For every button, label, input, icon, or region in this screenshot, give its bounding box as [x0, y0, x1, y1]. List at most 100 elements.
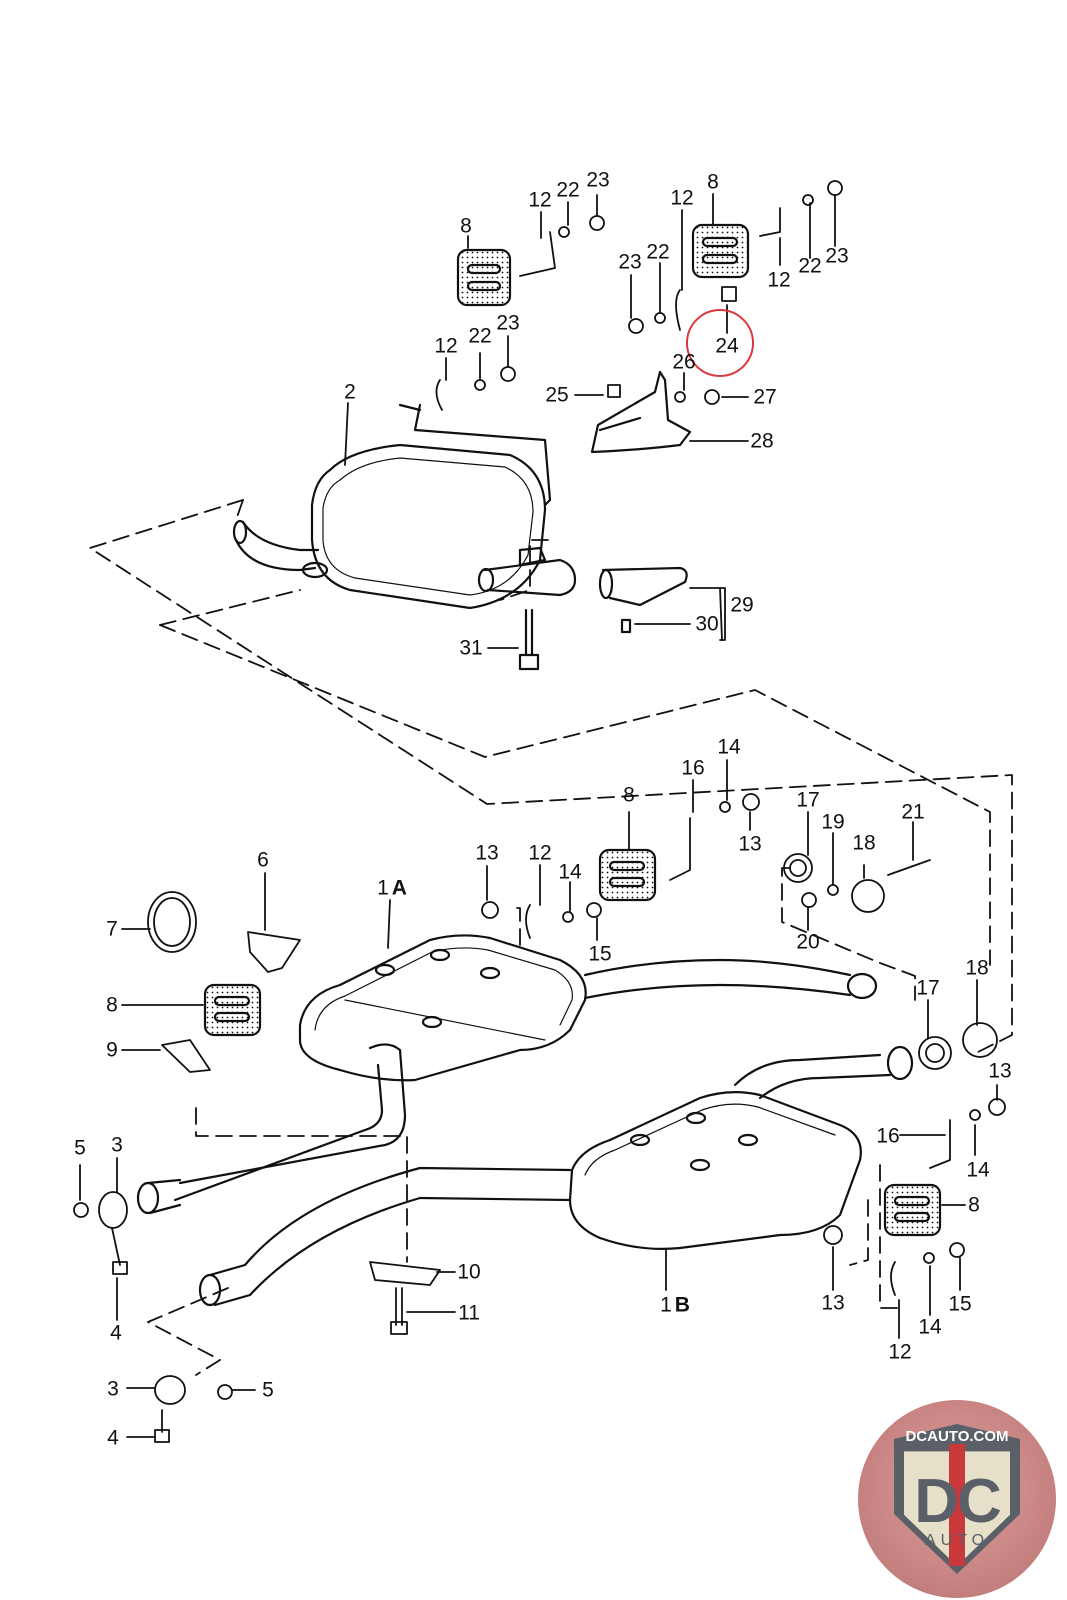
callout-13: 13 [738, 834, 761, 855]
callout-7: 7 [106, 919, 118, 940]
bracket-29 [719, 587, 726, 641]
callout-5: 5 [262, 1380, 274, 1401]
callout-suffix: A [391, 876, 407, 900]
rubber-mount-8a [456, 248, 512, 307]
callout-28: 28 [750, 431, 773, 452]
tailpipe-trim [598, 566, 688, 634]
rubber-mount-8e [883, 1183, 942, 1237]
callout-13: 13 [475, 843, 498, 864]
highlight-circle-24 [686, 309, 754, 377]
callout-16: 16 [681, 758, 704, 779]
callout-12: 12 [528, 843, 551, 864]
callout-number: 17 [796, 788, 820, 812]
callout-19: 19 [821, 812, 844, 833]
callout-number: 13 [738, 832, 762, 856]
callout-number: 28 [750, 429, 774, 453]
hardware-small [73, 180, 1006, 1443]
callout-22: 22 [646, 242, 669, 263]
callout-number: 29 [730, 593, 754, 617]
callout-24: 24 [715, 336, 738, 357]
callout-number: 23 [618, 250, 642, 274]
callout-number: 22 [646, 240, 670, 264]
callout-number: 22 [798, 254, 822, 278]
callout-4: 4 [110, 1323, 122, 1344]
callout-25: 25 [545, 385, 568, 406]
callout-6: 6 [257, 850, 269, 871]
callout-number: 23 [496, 311, 520, 335]
callout-8: 8 [968, 1195, 980, 1216]
callout-number: 4 [110, 1321, 122, 1345]
callout-14: 14 [918, 1317, 941, 1338]
callout-number: 5 [74, 1136, 86, 1160]
callout-13: 13 [988, 1061, 1011, 1082]
callout-17: 17 [796, 790, 819, 811]
center-muffler-1b [568, 1045, 914, 1250]
callout-23: 23 [825, 246, 848, 267]
callout-number: 18 [852, 831, 876, 855]
callout-22: 22 [468, 326, 491, 347]
callout-number: 23 [586, 168, 610, 192]
callout-14: 14 [717, 737, 740, 758]
callout-number: 9 [106, 1038, 118, 1062]
callout-number: 5 [262, 1378, 274, 1402]
callout-12: 12 [670, 188, 693, 209]
callout-10: 10 [457, 1262, 480, 1283]
callout-number: 12 [767, 268, 791, 292]
callout-12: 12 [888, 1342, 911, 1363]
rear-muffler [232, 403, 577, 610]
callout-3: 3 [107, 1379, 119, 1400]
callout-12: 12 [434, 336, 457, 357]
callout-number: 8 [460, 214, 472, 238]
callout-26: 26 [672, 352, 695, 373]
callout-8: 8 [623, 785, 635, 806]
callout-number: 12 [434, 334, 458, 358]
callout-number: 11 [458, 1301, 480, 1325]
callout-number: 13 [821, 1291, 845, 1315]
callout-number: 24 [715, 334, 739, 358]
logo-bottom-text: AUTO [924, 1532, 990, 1549]
rubber-mount-8d [203, 983, 262, 1037]
dashed-assembly-lines [89, 499, 1013, 1376]
callout-20: 20 [796, 932, 819, 953]
callout-number: 21 [901, 800, 925, 824]
callout-number: 8 [968, 1193, 980, 1217]
callout-number: 12 [888, 1340, 912, 1364]
callout-15: 15 [948, 1294, 971, 1315]
callout-29: 29 [730, 595, 753, 616]
callout-number: 1 [660, 1293, 672, 1317]
callout-number: 18 [965, 956, 989, 980]
callout-22: 22 [556, 180, 579, 201]
leader-lines [79, 193, 998, 1438]
callout-number: 15 [588, 942, 612, 966]
callout-number: 16 [681, 756, 705, 780]
callout-number: 20 [796, 930, 820, 954]
callout-number: 8 [106, 993, 118, 1017]
logo-stripe [949, 1444, 965, 1566]
callout-18: 18 [852, 833, 875, 854]
callout-number: 1 [377, 876, 389, 900]
callout-number: 30 [695, 612, 719, 636]
callout-13: 13 [821, 1293, 844, 1314]
callout-23: 23 [586, 170, 609, 191]
callout-number: 31 [459, 636, 483, 660]
rubber-mount-8b [691, 223, 750, 279]
logo-main-text: DC [914, 1467, 1002, 1536]
callout-number: 8 [623, 783, 635, 807]
callout-number: 13 [988, 1059, 1012, 1083]
callout-12: 12 [528, 190, 551, 211]
callout-number: 3 [111, 1133, 123, 1157]
rubber-mount-8c [598, 848, 657, 902]
callout-8: 8 [106, 995, 118, 1016]
bolt-31 [518, 608, 540, 671]
callout-4: 4 [107, 1428, 119, 1449]
callout-number: 14 [918, 1315, 942, 1339]
callout-number: 12 [528, 188, 552, 212]
callout-23: 23 [618, 252, 641, 273]
callout-22: 22 [798, 256, 821, 277]
callout-17: 17 [916, 978, 939, 999]
callout-number: 3 [107, 1377, 119, 1401]
callout-number: 22 [468, 324, 492, 348]
callout-number: 15 [948, 1292, 972, 1316]
